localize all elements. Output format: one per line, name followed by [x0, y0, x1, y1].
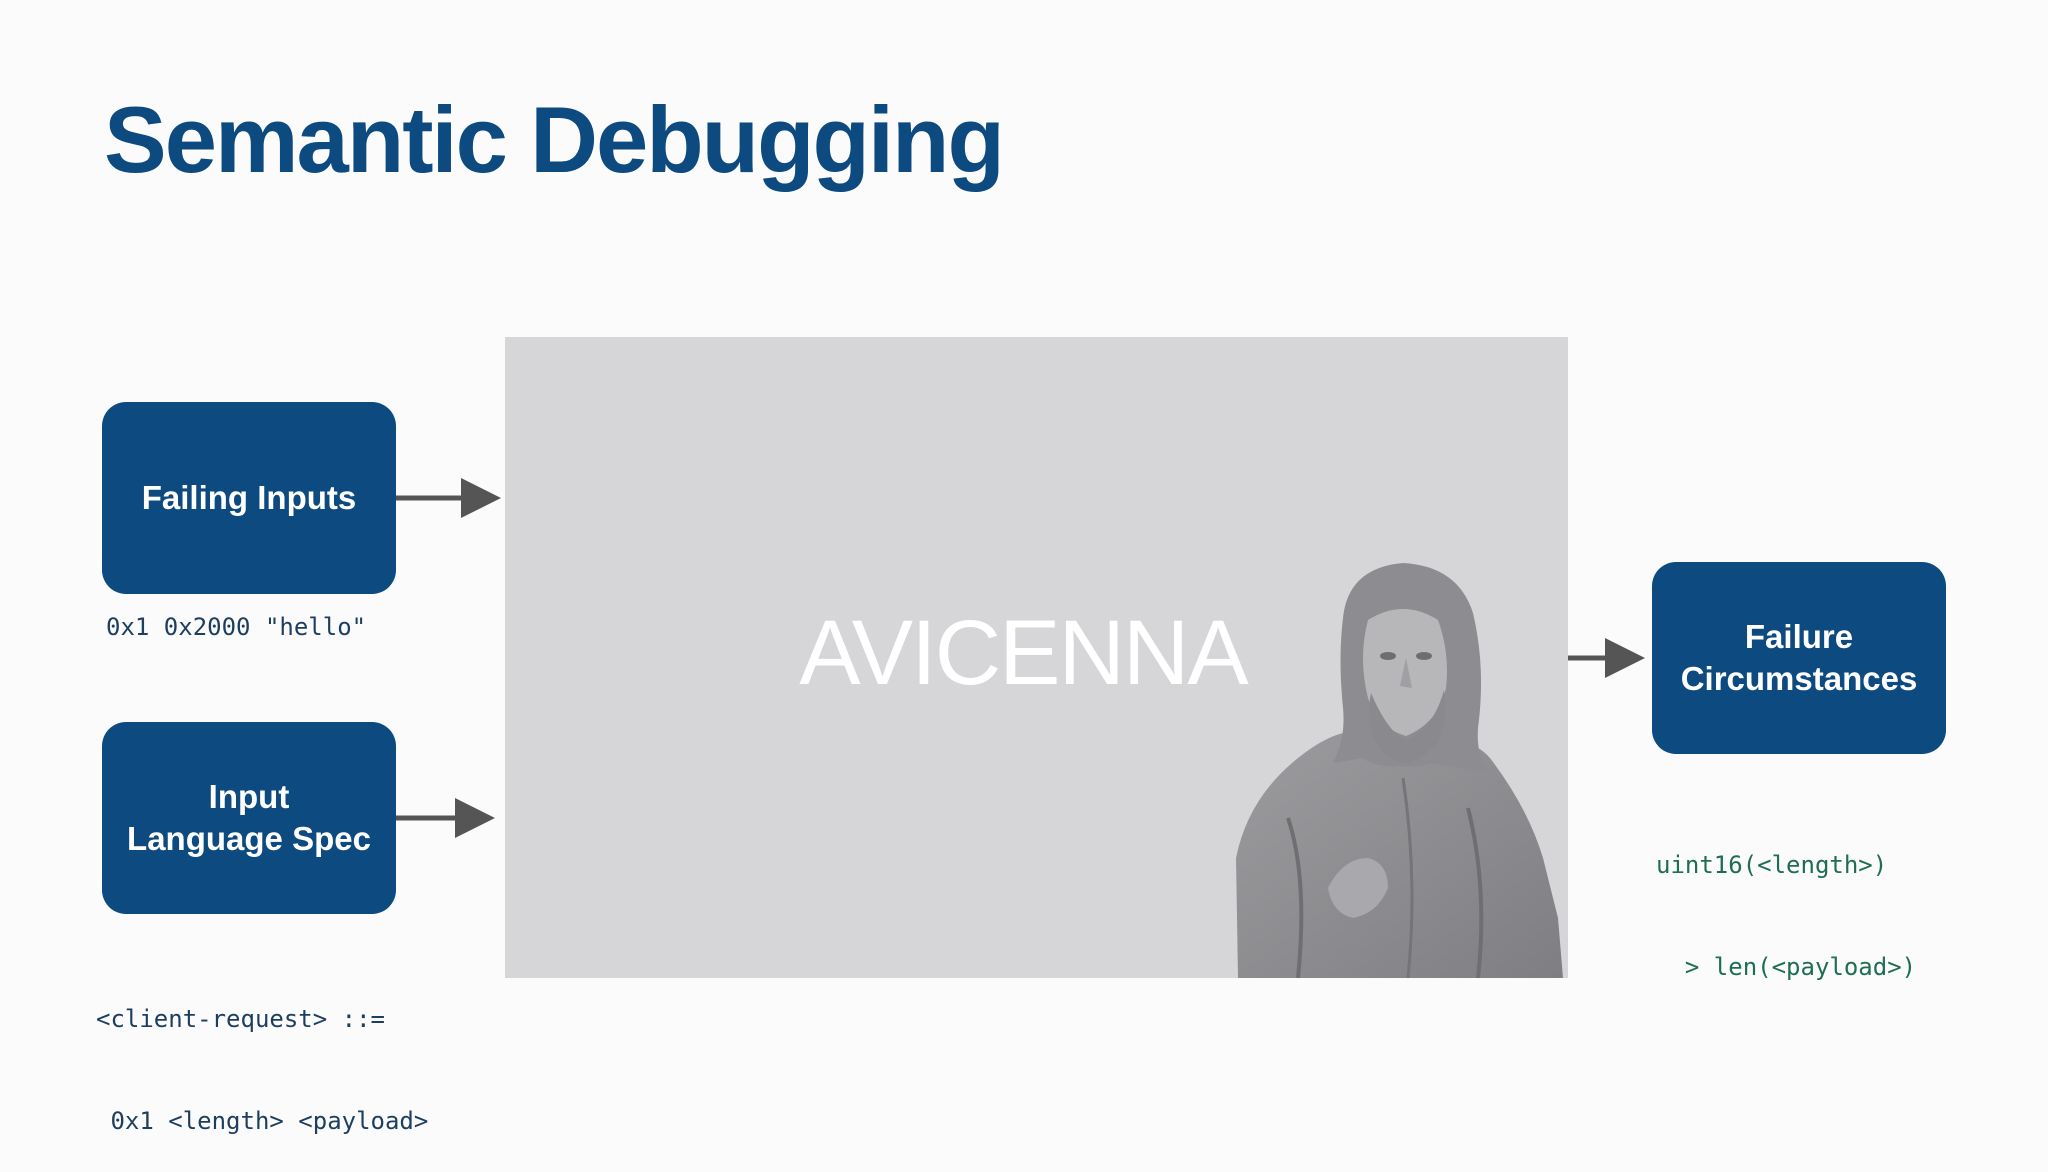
- constraint-line-2: > len(<payload>): [1656, 953, 1917, 981]
- failing-input-example: 0x1 0x2000 "hello": [106, 613, 367, 641]
- scholar-portrait-icon: [1236, 563, 1563, 978]
- slide-title: Semantic Debugging: [104, 87, 1005, 192]
- grammar-line-1: <client-request> ::=: [96, 1005, 385, 1033]
- input-language-spec-label-line1: Input: [208, 778, 290, 815]
- tool-name: AVICENNA: [799, 602, 1249, 704]
- failing-inputs-box: Failing Inputs: [102, 402, 396, 594]
- constraint-line-1: uint16(<length>): [1656, 851, 1888, 879]
- avicenna-tool-panel: AVICENNA: [505, 337, 1568, 978]
- failing-inputs-label: Failing Inputs: [141, 479, 357, 516]
- failure-circumstances-box: Failure Circumstances: [1652, 562, 1946, 754]
- failure-constraint: uint16(<length>) > len(<payload>): [1656, 780, 1916, 1018]
- grammar-line-2: 0x1 <length> <payload>: [96, 1107, 429, 1135]
- input-language-spec-box: Input Language Spec: [102, 722, 396, 914]
- input-language-spec-label-line2: Language Spec: [127, 820, 371, 857]
- failure-circumstances-label-line1: Failure: [1744, 618, 1854, 655]
- grammar-snippet: <client-request> ::= 0x1 <length> <paylo…: [96, 934, 428, 1172]
- failure-circumstances-label-line2: Circumstances: [1680, 660, 1918, 697]
